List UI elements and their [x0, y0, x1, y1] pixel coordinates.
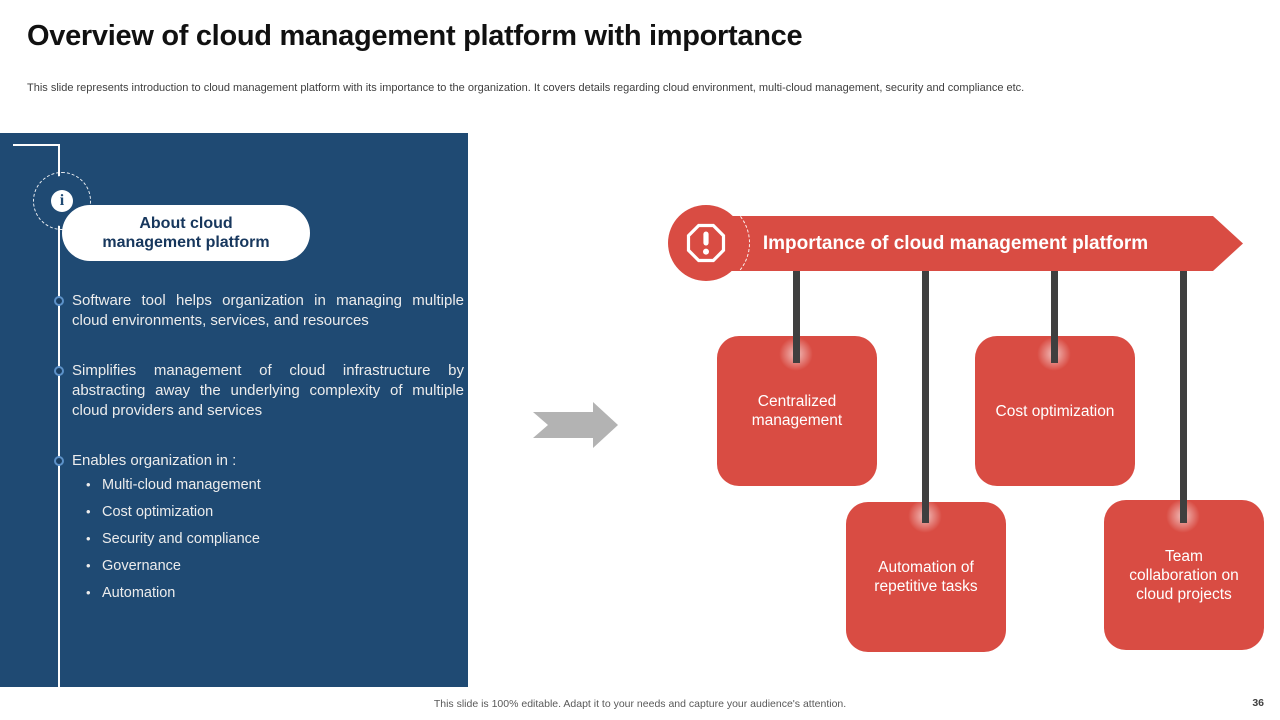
list-item: • Automation — [86, 585, 426, 612]
decor-line-vertical — [58, 144, 60, 687]
bullet-item: Simplifies management of cloud infrastru… — [72, 362, 464, 419]
list-item: • Security and compliance — [86, 531, 426, 558]
bullet-item: Software tool helps organization in mana… — [72, 292, 464, 329]
list-item: • Multi-cloud management — [86, 477, 426, 504]
bullet-marker — [54, 296, 64, 306]
node-label: Cost optimization — [995, 402, 1115, 420]
slide-subtitle: This slide represents introduction to cl… — [27, 82, 1025, 94]
node-label: Team collaboration on cloud projects — [1129, 547, 1239, 603]
importance-node-team-collaboration: Team collaboration on cloud projects — [1104, 500, 1264, 650]
info-icon: i — [51, 190, 73, 212]
about-heading-line1: About cloud — [139, 215, 233, 232]
footer-note: This slide is 100% editable. Adapt it to… — [433, 698, 847, 710]
alert-octagon-icon — [668, 205, 744, 281]
bullet-dot: • — [86, 531, 91, 546]
sub-bullet-label: Multi-cloud management — [102, 477, 261, 493]
bullet-dot: • — [86, 558, 91, 573]
importance-banner-title: Importance of cloud management platform — [762, 232, 1149, 254]
list-item: • Governance — [86, 558, 426, 585]
sub-bullet-label: Security and compliance — [102, 531, 260, 547]
page-title: Overview of cloud management platform wi… — [27, 20, 803, 52]
node-label: Automation of repetitive tasks — [874, 559, 978, 595]
sub-bullet-label: Automation — [102, 585, 176, 601]
alert-octagon-glyph — [686, 223, 726, 263]
bullet-marker — [54, 456, 64, 466]
connector-line — [922, 268, 929, 523]
right-arrow-icon — [533, 402, 618, 448]
bullet-item: Enables organization in : — [72, 452, 237, 469]
list-item: • Cost optimization — [86, 504, 426, 531]
about-heading-line2: management platform — [102, 234, 270, 251]
connector-line — [793, 268, 800, 363]
bullet-dot: • — [86, 585, 91, 600]
sub-bullet-label: Governance — [102, 558, 181, 574]
bullet-dot: • — [86, 504, 91, 519]
sub-bullet-list: • Multi-cloud management • Cost optimiza… — [86, 477, 426, 612]
connector-line — [1051, 268, 1058, 363]
about-heading-pill: About cloud management platform — [62, 205, 310, 261]
importance-banner: Importance of cloud management platform — [702, 216, 1243, 271]
connector-line — [1180, 268, 1187, 523]
alert-icon-dashed-ring — [662, 199, 750, 287]
bullet-dot: • — [86, 477, 91, 492]
decor-line-horizontal — [13, 144, 58, 146]
bullet-marker — [54, 366, 64, 376]
importance-node-automation: Automation of repetitive tasks — [846, 502, 1006, 652]
node-label: Centralized management — [751, 393, 843, 429]
sub-bullet-label: Cost optimization — [102, 504, 214, 520]
page-number: 36 — [1252, 697, 1264, 709]
